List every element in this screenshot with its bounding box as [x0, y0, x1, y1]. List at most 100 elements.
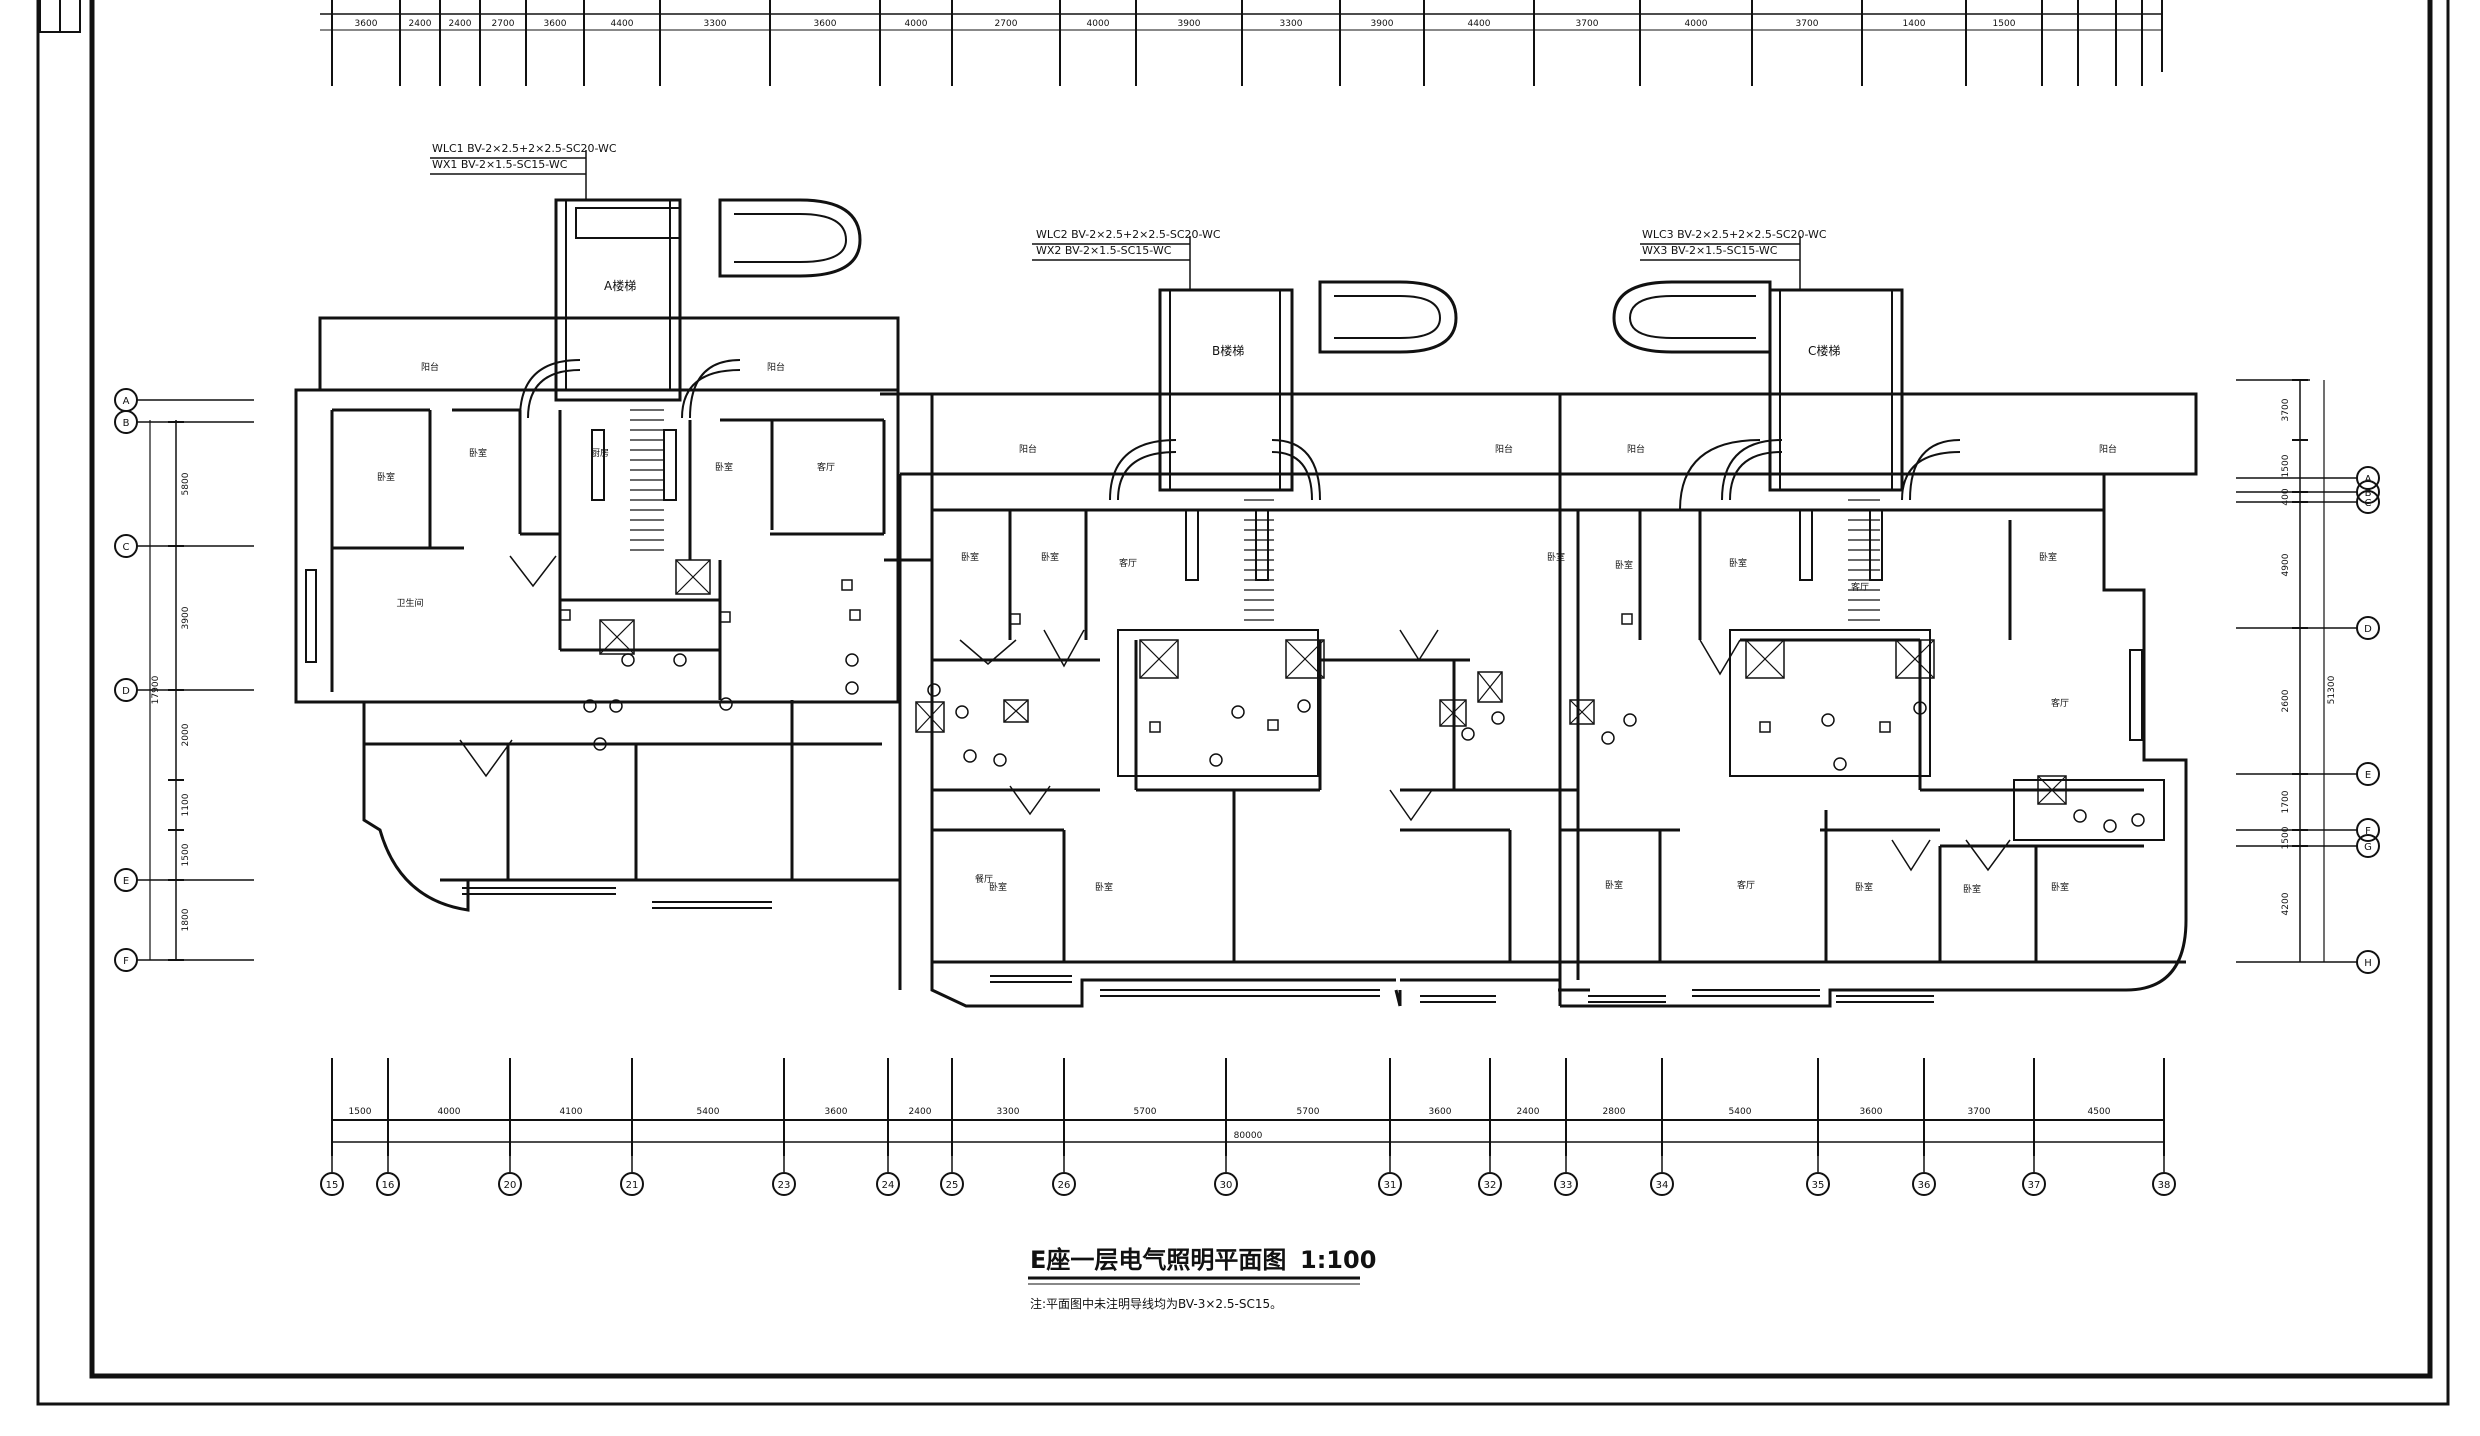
- fixture-symbol: [927, 683, 941, 697]
- circuit-label: WLC3 BV-2×2.5+2×2.5-SC20-WC: [1642, 228, 1827, 241]
- unit-outline: [900, 472, 1396, 1008]
- fixture-symbol: [1601, 731, 1615, 745]
- equipment-box: [915, 701, 945, 733]
- dimension-text: 3700: [2281, 398, 2291, 421]
- door-swing: [1891, 839, 1931, 872]
- room-label: 客厅: [1851, 581, 1869, 593]
- axis-bubble: [1378, 1172, 1402, 1196]
- fixture-symbol: [1491, 711, 1505, 725]
- room-label: 卧室: [1605, 879, 1623, 891]
- dimension-text: 2400: [449, 19, 472, 29]
- axis-bubble: [2356, 834, 2380, 858]
- drawing-title: E座一层电气照明平面图: [1030, 1246, 1286, 1274]
- dimension-text: 3600: [1429, 1107, 1452, 1117]
- fixture-symbol: [1231, 705, 1245, 719]
- dimension-text: 3300: [704, 19, 727, 29]
- room-label: 厨房: [591, 447, 609, 459]
- equipment-cross: [915, 701, 945, 733]
- stair-label: C楼梯: [1808, 343, 1840, 358]
- axis-label: 16: [382, 1180, 395, 1191]
- equipment-box: [1139, 639, 1179, 679]
- fixture-symbol: [1209, 753, 1223, 767]
- equipment-box: [1895, 639, 1935, 679]
- panel-box: [1185, 509, 1199, 581]
- equipment-box: [675, 559, 711, 595]
- axis-label: E: [123, 876, 129, 887]
- dimension-text: 3600: [355, 19, 378, 29]
- dimension-text: 3900: [1371, 19, 1394, 29]
- dimension-text: 2400: [909, 1107, 932, 1117]
- axis-label: 20: [504, 1180, 517, 1191]
- axis-label: 24: [882, 1180, 895, 1191]
- bay-arc: [681, 369, 741, 419]
- equipment-cross: [1003, 699, 1029, 723]
- circuit-label: WX3 BV-2×1.5-SC15-WC: [1642, 244, 1778, 257]
- stair-curve: [718, 198, 862, 278]
- equipment-box: [1003, 699, 1029, 723]
- stair-core: [1158, 288, 1294, 492]
- fixture-symbol: [2103, 819, 2117, 833]
- dimension-text: 3700: [1968, 1107, 1991, 1117]
- axis-bubble: [114, 948, 138, 972]
- room-label: 卧室: [1095, 881, 1113, 893]
- dimension-text: 2000: [181, 723, 191, 746]
- axis-label: B: [123, 418, 130, 429]
- dimension-text: 3700: [1576, 19, 1599, 29]
- door-swing: [1389, 789, 1433, 822]
- equipment-box: [599, 619, 635, 655]
- dimension-text: 1400: [1903, 19, 1926, 29]
- room-label: 卧室: [961, 551, 979, 563]
- outlet-symbol: [719, 611, 731, 623]
- outlet-symbol: [559, 609, 571, 621]
- axis-bubble: [772, 1172, 796, 1196]
- axis-label: 38: [2158, 1180, 2171, 1191]
- fixture-symbol: [963, 749, 977, 763]
- outer-border: [36, 0, 2450, 1406]
- axis-bubble: [2356, 762, 2380, 786]
- room-label: 阳台: [1627, 443, 1645, 455]
- room-label: 客厅: [817, 461, 835, 473]
- axis-bubble: [320, 1172, 344, 1196]
- room-label: 阳台: [421, 361, 439, 373]
- outlet-symbol: [1267, 719, 1279, 731]
- dimension-text: 1700: [2281, 790, 2291, 813]
- fixture-details: [459, 555, 2145, 872]
- unit-outline: [1560, 474, 2188, 1008]
- drawing-note: 注:平面图中未注明导线均为BV-3×2.5-SC15。: [1030, 1296, 1282, 1311]
- dimension-text: 1500: [349, 1107, 372, 1117]
- axis-label: 23: [778, 1180, 791, 1191]
- dimension-text: 5700: [1297, 1107, 1320, 1117]
- room-label: 阳台: [1019, 443, 1037, 455]
- bay-arc: [1901, 451, 1961, 501]
- room-label: 卧室: [2039, 551, 2057, 563]
- bay-arc: [1721, 439, 1783, 501]
- axis-bubble: [1478, 1172, 1502, 1196]
- room-label: 客厅: [1119, 557, 1137, 569]
- axis-bubble: [114, 868, 138, 892]
- circuit-label: WX2 BV-2×1.5-SC15-WC: [1036, 244, 1172, 257]
- dimension-text: 4000: [1087, 19, 1110, 29]
- dimension-text: 1500: [181, 843, 191, 866]
- bay-arc: [527, 369, 581, 419]
- door-swing: [459, 739, 513, 778]
- axis-label: B: [2365, 488, 2372, 499]
- axis-label: 32: [1484, 1180, 1497, 1191]
- panel-box: [663, 429, 677, 501]
- axis-label: 15: [326, 1180, 339, 1191]
- dimension-text: 4000: [438, 1107, 461, 1117]
- stair-core: [1768, 288, 1904, 492]
- axis-label: 31: [1384, 1180, 1397, 1191]
- axis-bubble: [2356, 616, 2380, 640]
- stair-curve: [1334, 295, 1442, 339]
- room-label: 餐厅: [975, 873, 993, 885]
- axis-bubble: [114, 534, 138, 558]
- outlet-symbol: [1009, 613, 1021, 625]
- circuit-annotations: WLC1 BV-2×2.5+2×2.5-SC20-WC WX1 BV-2×1.5…: [430, 142, 1827, 290]
- axis-label: A: [123, 396, 130, 407]
- room-labels: 阳台阳台卧室卧室厨房卧室客厅卫生间阳台阳台卧室卧室客厅餐厅卧室卧室卧室卧室客厅卧…: [377, 361, 2117, 895]
- bay-arc: [1271, 451, 1313, 501]
- dimension-text: 2700: [995, 19, 1018, 29]
